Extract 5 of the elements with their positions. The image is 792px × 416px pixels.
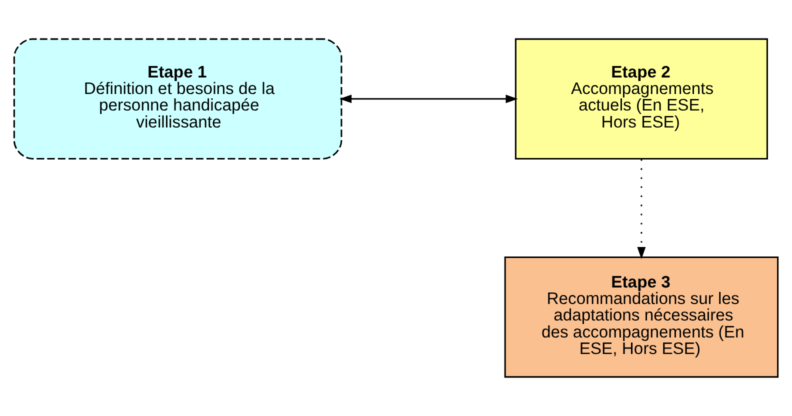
arrow [637, 159, 646, 260]
arrow [339, 94, 518, 104]
node-box: Etape 1 Définition et besoins de la personne handicapée vieillissante [13, 38, 342, 160]
node-box: Etape 2 Accompagnements actuels (En ESE, Hors ESE) [514, 38, 768, 160]
node-box: Etape 3 Recommandations sur les adaptations nécessaires des accompagnements (En ESE, Hors ESE) [504, 256, 779, 378]
